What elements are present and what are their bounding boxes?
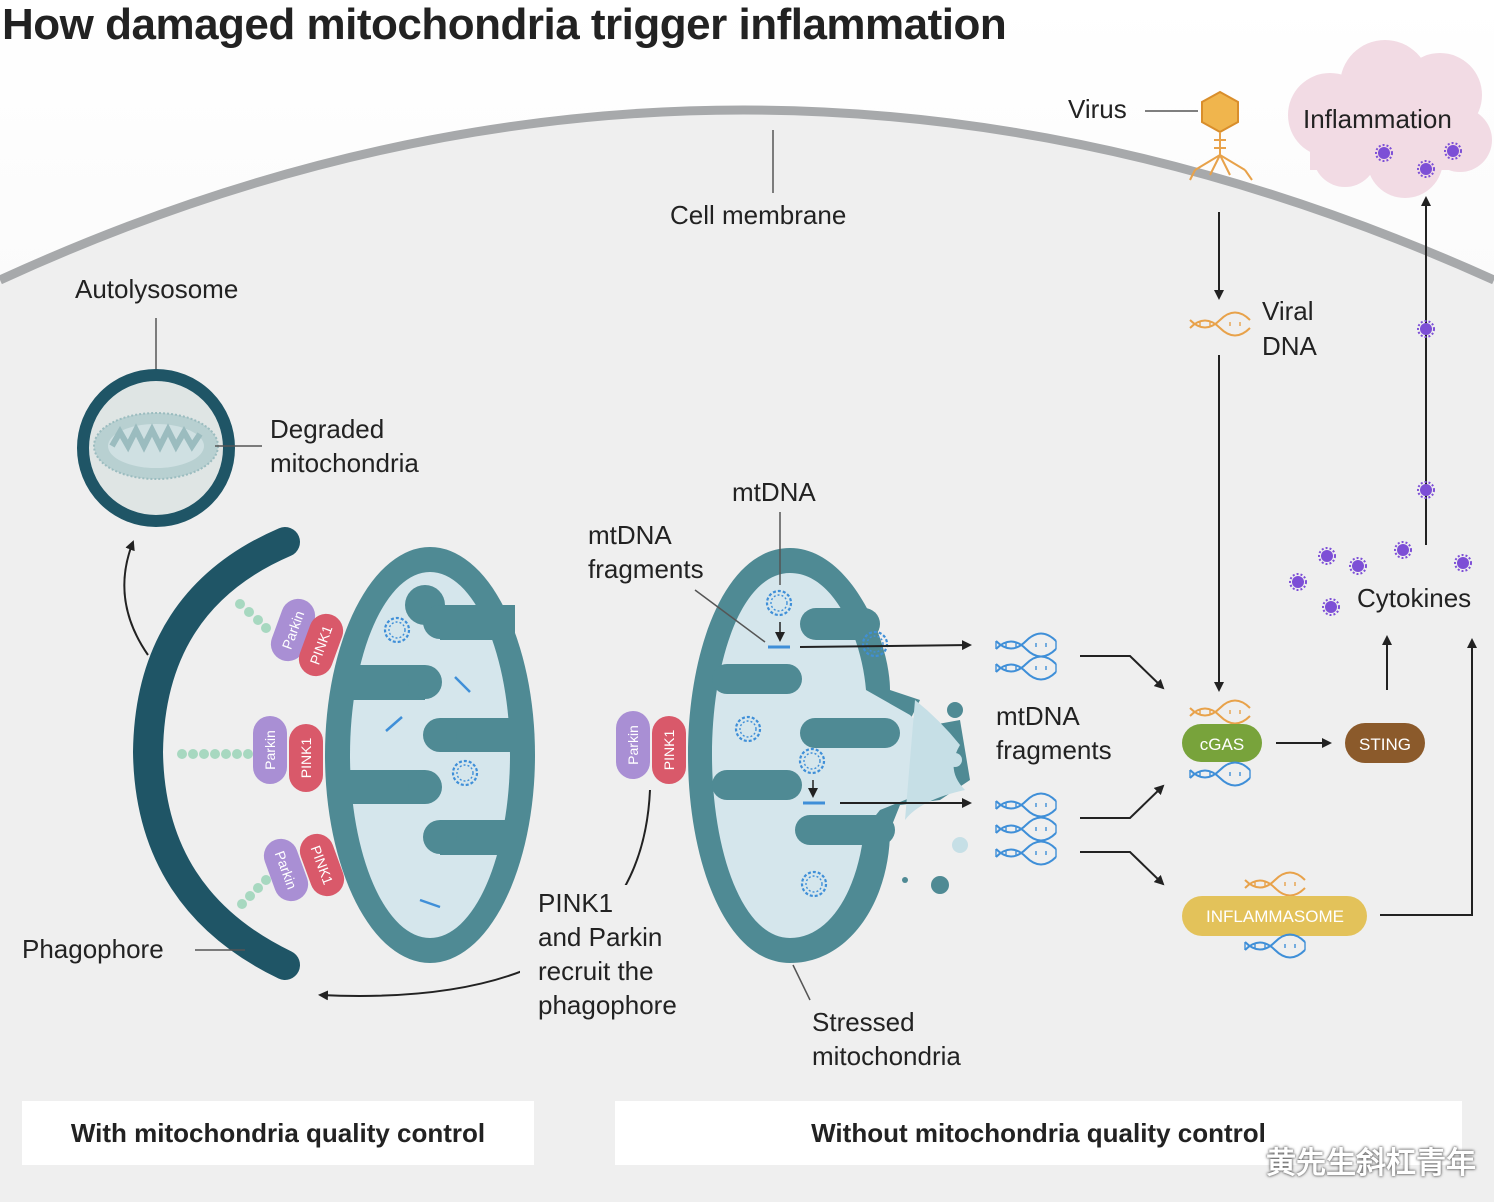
degraded-mito-label-1: Degraded (270, 414, 384, 444)
parkin-pink1-pair: PINK1 (298, 613, 344, 677)
svg-text:Parkin: Parkin (262, 730, 278, 770)
dna-fragment-icon (454, 676, 471, 693)
parkin-pink1-pair: Parkin (263, 838, 309, 902)
degraded-mito-label-2: mitochondria (270, 448, 419, 478)
inflammasome-label: INFLAMMASOME (1206, 907, 1344, 926)
mitochondrion-left (325, 547, 535, 963)
sting-label: STING (1359, 735, 1411, 754)
parkin-pink1-pair: PINK1 (289, 724, 323, 792)
cell-membrane-label: Cell membrane (670, 200, 846, 230)
pink-recruit-line-4: phagophore (538, 990, 677, 1020)
cell-membrane (0, 105, 1494, 285)
cytokines-label: Cytokines (1357, 583, 1471, 613)
virus-label: Virus (1068, 94, 1127, 124)
svg-text:PINK1: PINK1 (661, 730, 677, 771)
panel-with-quality-control: With mitochondria quality control (22, 1101, 534, 1165)
cgas-node (1182, 724, 1262, 762)
inflammasome-node (1182, 896, 1367, 936)
mtdna-fragments-label-b1: mtDNA (996, 701, 1080, 731)
mtdna-label: mtDNA (732, 477, 816, 507)
watermark: 黄先生斜杠青年 (1266, 1146, 1476, 1181)
mtdna-fragments-label-a2: fragments (588, 554, 704, 584)
mitochondrion-stressed (688, 548, 970, 963)
svg-text:Parkin: Parkin (625, 725, 641, 765)
page-title: How damaged mitochondria trigger inflamm… (2, 0, 1007, 49)
panel-without-quality-control: Without mitochondria quality control (615, 1101, 1462, 1165)
stressed-mito-label-2: mitochondria (812, 1041, 961, 1071)
stressed-mito-label-1: Stressed (812, 1007, 915, 1037)
viral-dna-label-2: DNA (1262, 331, 1318, 361)
sting-node (1345, 723, 1425, 763)
tether-beads (177, 599, 271, 909)
pink-recruit-line-1: PINK1 (538, 888, 613, 918)
pink-recruit-line-2: and Parkin (538, 922, 662, 952)
autolysosome (77, 369, 235, 527)
virus-icon (1189, 90, 1253, 181)
pink-recruit-line-3: recruit the (538, 956, 654, 986)
parkin-pink1-pair: Parkin (253, 716, 287, 784)
inflammation-cloud (1288, 40, 1492, 198)
panel-left-label: With mitochondria quality control (70, 1117, 486, 1148)
viral-dna-label-1: Viral (1262, 296, 1314, 326)
panel-right-label: Without mitochondria quality control (811, 1117, 1266, 1148)
parkin-pink1-pair: Parkin (616, 711, 650, 779)
dna-fragment-icon (419, 898, 441, 909)
phagophore-label: Phagophore (22, 934, 164, 964)
svg-text:PINK1: PINK1 (298, 738, 314, 779)
mtdna-fragments-label-b2: fragments (996, 735, 1112, 765)
phagophore (132, 527, 300, 980)
parkin-pink1-pair: PINK1 (299, 833, 345, 897)
autolysosome-label: Autolysosome (75, 274, 238, 304)
dna-fragment-icon (385, 716, 403, 732)
cgas-label: cGAS (1200, 735, 1244, 754)
inflammation-label: Inflammation (1303, 104, 1452, 134)
mtdna-fragments-label-a1: mtDNA (588, 520, 672, 550)
parkin-pink1-pair: PINK1 (652, 716, 686, 784)
